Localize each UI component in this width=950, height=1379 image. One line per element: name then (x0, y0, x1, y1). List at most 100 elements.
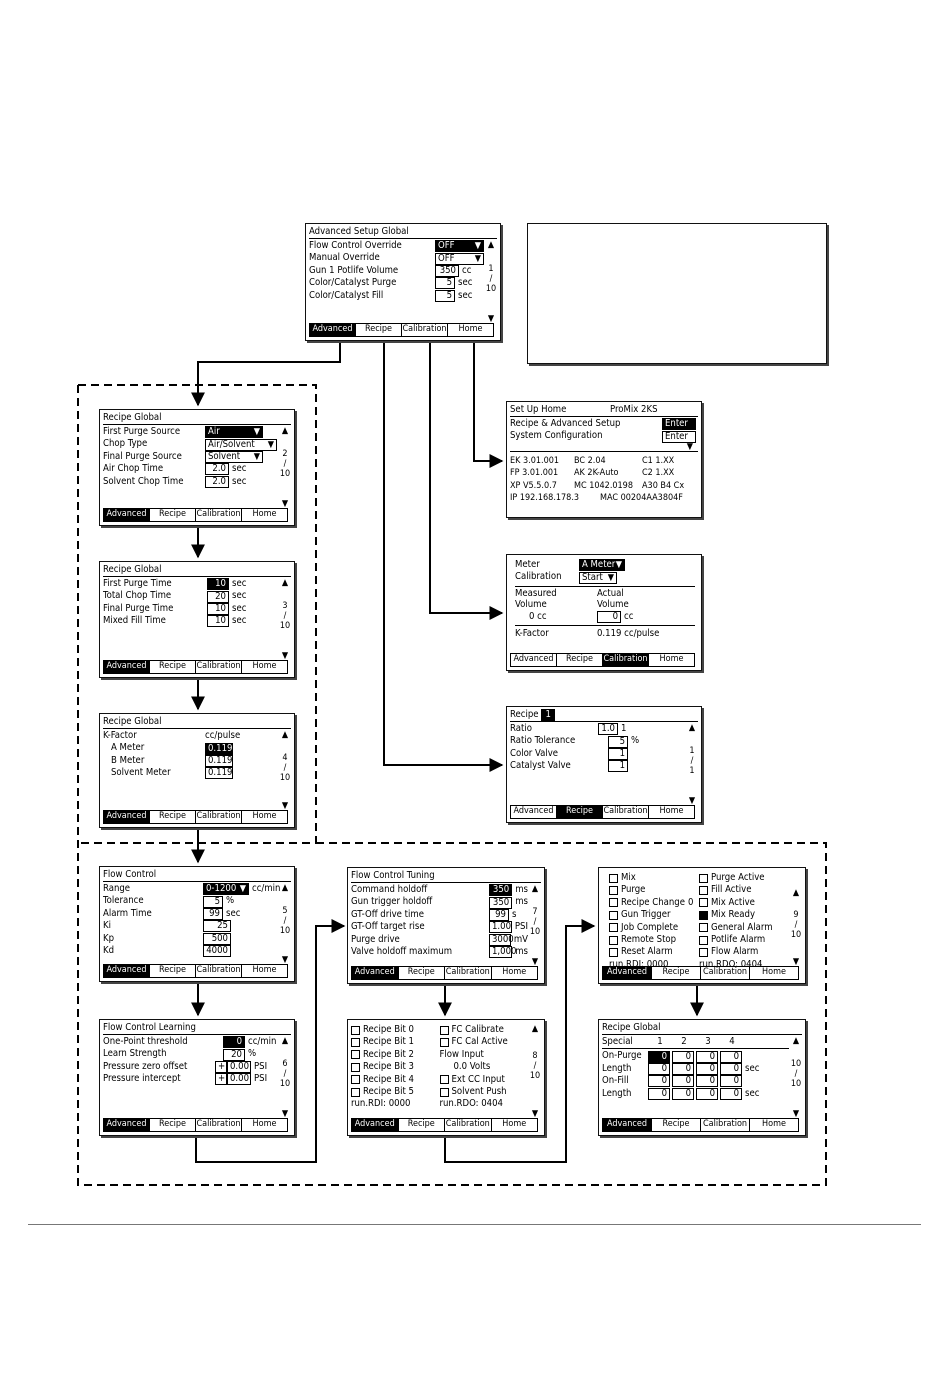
arrow-up-icon[interactable]: ▲ (281, 578, 289, 588)
tab-advanced[interactable]: Advanced (352, 967, 399, 979)
tab-advanced[interactable]: Advanced (603, 1119, 652, 1131)
checkbox[interactable] (439, 1038, 449, 1048)
tab-recipe[interactable]: Recipe (557, 654, 603, 666)
checkbox[interactable] (609, 898, 618, 908)
special-value-field[interactable]: 0 (648, 1087, 670, 1100)
tab-home[interactable]: Home (659, 654, 684, 664)
arrow-up-icon[interactable]: ▲ (281, 883, 289, 893)
arrow-up-icon[interactable]: ▲ (281, 1036, 289, 1046)
tab-recipe[interactable]: Recipe (557, 806, 603, 818)
checkbox[interactable] (699, 935, 708, 945)
ratio-field[interactable]: 1.0 (598, 723, 618, 736)
tab-calibration[interactable]: Calibration (196, 509, 242, 521)
arrow-up-icon[interactable]: ▲ (487, 240, 495, 250)
tab-calibration[interactable]: Calibration (196, 965, 242, 977)
gun-trigger-holdoff-field[interactable]: 350 (489, 896, 513, 909)
tab-calibration[interactable]: Calibration (701, 1119, 750, 1131)
tab-home[interactable]: Home (659, 806, 684, 816)
special-value-field[interactable]: 0 (720, 1050, 742, 1063)
tab-home[interactable]: Home (762, 1119, 786, 1129)
tab-advanced[interactable]: Advanced (104, 509, 150, 521)
checkbox[interactable] (699, 948, 708, 958)
first-purge-time-field[interactable]: 10 (207, 578, 229, 591)
pressure-zero-offset-field[interactable]: 0.00 (227, 1060, 251, 1073)
tab-advanced[interactable]: Advanced (603, 967, 652, 979)
special-value-field[interactable]: 0 (672, 1075, 694, 1088)
tab-advanced[interactable]: Advanced (352, 1119, 399, 1131)
special-value-field[interactable]: 0 (672, 1062, 694, 1075)
tab-calibration[interactable]: Calibration (603, 806, 649, 818)
tab-calibration[interactable]: Calibration (402, 324, 448, 336)
tab-calibration[interactable]: Calibration (196, 811, 242, 823)
special-value-field[interactable]: 0 (696, 1050, 718, 1063)
arrow-down-icon[interactable]: ▼ (531, 1109, 539, 1119)
learn-strength-field[interactable]: 20 (223, 1048, 245, 1061)
tab-advanced[interactable]: Advanced (104, 1119, 150, 1131)
tab-recipe[interactable]: Recipe (150, 661, 196, 673)
checkbox[interactable] (699, 886, 708, 896)
tab-advanced[interactable]: Advanced (511, 654, 557, 666)
arrow-down-icon[interactable]: ▼ (531, 957, 539, 967)
tab-home[interactable]: Home (502, 1119, 527, 1129)
arrow-down-icon[interactable]: ▼ (688, 796, 696, 806)
checkbox[interactable] (609, 935, 618, 945)
command-holdoff-field[interactable]: 350 (489, 884, 513, 897)
catalyst-valve-field[interactable]: 1 (608, 760, 628, 773)
gt-off-drive-time-field[interactable]: 99 (489, 908, 509, 921)
arrow-up-icon[interactable]: ▲ (281, 426, 289, 436)
one-point-threshold-field[interactable]: 0 (223, 1036, 245, 1049)
tab-calibration[interactable]: Calibration (196, 661, 242, 673)
arrow-down-icon[interactable]: ▼ (792, 1109, 800, 1119)
recipe-advanced-setup-enter[interactable]: Enter▼ (662, 418, 696, 439)
checkbox[interactable] (351, 1087, 360, 1097)
gt-off-target-rise-field[interactable]: 1.00 (489, 921, 512, 934)
tab-advanced[interactable]: Advanced (104, 661, 150, 673)
tolerance-field[interactable]: 5 (203, 895, 223, 908)
kd-field[interactable]: 4000 (203, 945, 231, 958)
special-value-field[interactable]: 0 (720, 1062, 742, 1075)
checkbox[interactable] (699, 873, 708, 883)
final-purge-time-field[interactable]: 10 (207, 602, 229, 615)
meter-dropdown[interactable]: A Meter▼ (579, 559, 625, 572)
color-purge-field[interactable]: 5 (435, 277, 455, 290)
tab-home[interactable]: Home (762, 967, 786, 977)
checkbox[interactable] (351, 1050, 360, 1060)
sign-toggle[interactable]: + (215, 1073, 227, 1086)
special-value-field[interactable]: 0 (672, 1087, 694, 1100)
arrow-down-icon[interactable]: ▼ (281, 499, 289, 509)
b-meter-kfactor-field[interactable]: 0.119 (205, 754, 233, 767)
first-purge-source-dropdown[interactable]: Air▼ (205, 426, 263, 439)
arrow-up-icon[interactable]: ▲ (792, 888, 800, 898)
tab-calibration[interactable]: Calibration (701, 967, 750, 979)
tab-recipe[interactable]: Recipe (399, 967, 445, 979)
special-value-field[interactable]: 0 (648, 1050, 670, 1063)
checkbox[interactable] (351, 1062, 360, 1072)
potlife-volume-field[interactable]: 350 (435, 264, 459, 277)
pressure-intercept-field[interactable]: 0.00 (227, 1073, 251, 1086)
tab-home[interactable]: Home (252, 811, 277, 821)
arrow-down-icon[interactable]: ▼ (281, 651, 289, 661)
tab-recipe[interactable]: Recipe (150, 811, 196, 823)
tab-home[interactable]: Home (252, 661, 277, 671)
tab-recipe[interactable]: Recipe (150, 509, 196, 521)
tab-calibration[interactable]: Calibration (196, 1119, 242, 1131)
tab-calibration[interactable]: Calibration (445, 967, 492, 979)
arrow-up-icon[interactable]: ▲ (688, 723, 696, 733)
total-chop-time-field[interactable]: 20 (207, 590, 229, 603)
special-value-field[interactable]: 0 (648, 1062, 670, 1075)
chop-type-dropdown[interactable]: Air/Solvent▼ (205, 438, 277, 451)
checkbox[interactable] (609, 910, 618, 920)
tab-recipe[interactable]: Recipe (652, 1119, 701, 1131)
checkbox[interactable] (439, 1075, 449, 1085)
checkbox[interactable] (351, 1038, 360, 1048)
checkbox[interactable] (351, 1025, 360, 1035)
checkbox[interactable] (609, 886, 618, 896)
tab-calibration[interactable]: Calibration (445, 1119, 492, 1131)
arrow-up-icon[interactable]: ▲ (792, 1036, 800, 1046)
tab-home[interactable]: Home (252, 509, 277, 519)
arrow-up-icon[interactable]: ▲ (281, 730, 289, 740)
tab-recipe[interactable]: Recipe (150, 965, 196, 977)
special-value-field[interactable]: 0 (696, 1062, 718, 1075)
solvent-meter-kfactor-field[interactable]: 0.119 (205, 767, 233, 780)
tab-calibration[interactable]: Calibration (603, 654, 649, 666)
